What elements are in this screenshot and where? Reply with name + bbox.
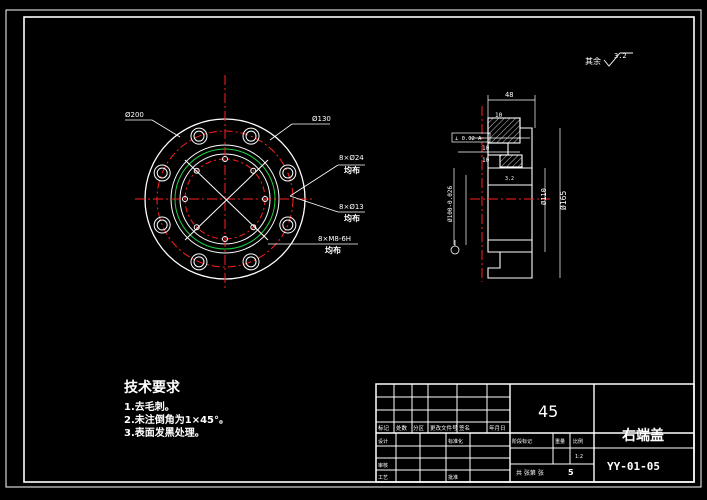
sheet-border-outer [5, 9, 702, 488]
material-text: 45 [538, 402, 558, 421]
tb-scale-value: 1:2 [575, 454, 583, 460]
counterbore-hole [153, 216, 171, 234]
title-block-header-cell: 更改文件号 [430, 424, 458, 432]
tb-row-approve: 批准 [448, 474, 458, 481]
tech-req-item-3: 3.表面发黑处理。 [124, 426, 205, 439]
tech-req-heading: 技术要求 [124, 379, 181, 396]
front-view-leaders [125, 119, 365, 245]
tb-scale-label: 比例 [573, 438, 583, 445]
label-holes-through: 8×Ø13 [339, 203, 364, 211]
threaded-holes [182, 156, 268, 242]
front-view [135, 75, 315, 290]
perp-tolerance-box: ⊥ 0.02 A [455, 136, 482, 142]
label-threaded-holes-note: 均布 [325, 245, 341, 255]
counterbore-hole [190, 253, 208, 271]
counterbore-hole [242, 253, 260, 271]
tech-req-item-2: 2.未注倒角为1×45°。 [124, 413, 229, 426]
label-holes-counterbore: 8×Ø24 [339, 154, 364, 162]
title-block-header-cells: 标记处数分区更改文件号签名 年月日 [378, 424, 506, 432]
label-outer-diameter: Ø200 [125, 111, 144, 119]
tb-sheets-label: 共 张第 张 [516, 469, 544, 477]
threaded-hole [262, 196, 268, 202]
counterbore-hole [242, 127, 260, 145]
counterbore-hole [190, 127, 208, 145]
label-bolt-circle: Ø130 [312, 115, 331, 123]
title-block [375, 383, 695, 483]
dim-bore2: Ø110 [540, 188, 548, 205]
dim-step1: 10 [495, 112, 503, 119]
bolt-holes [153, 127, 297, 271]
section-dimensions [451, 95, 561, 278]
label-holes-through-note: 均布 [344, 213, 360, 223]
tb-row-check: 审核 [378, 462, 388, 469]
tech-req-item-1: 1.去毛刺。 [124, 400, 175, 413]
roughness-note-value: 3.2 [614, 52, 627, 60]
threaded-hole [193, 167, 200, 174]
threaded-hole [222, 156, 228, 162]
roughness-symbol-icon [603, 52, 633, 67]
drawing-number: YY-01-05 [607, 460, 660, 473]
threaded-hole [250, 224, 257, 231]
tb-stage-label: 阶段标记 [512, 438, 532, 445]
threaded-hole [193, 224, 200, 231]
title-block-header-cell: 分区 [413, 424, 425, 432]
dim-step2: 10 [482, 145, 490, 152]
counterbore-hole [279, 216, 297, 234]
tb-sheet-count: 5 [568, 468, 574, 477]
dim-bore: Ø100-0.026 [447, 185, 454, 222]
title-block-header-cell: 签名 [459, 424, 470, 432]
title-block-header-cell: 标记 [378, 424, 390, 432]
counterbore-hole [279, 164, 297, 182]
roughness-note-text: 其余 [585, 56, 601, 66]
tb-row-process: 工艺 [378, 475, 388, 481]
tb-row-std: 标准化 [448, 438, 463, 445]
tb-row-design: 设计 [378, 438, 388, 445]
dim-outer: Ø165 [558, 191, 568, 210]
title-block-header-cell: 年月日 [489, 424, 506, 432]
threaded-hole [222, 236, 228, 242]
roughness-small: 3.2 [505, 176, 514, 182]
title-block-header-cell: 处数 [396, 424, 408, 432]
label-holes-counterbore-note: 均布 [344, 165, 360, 175]
label-threaded-holes: 8×M8-6H [318, 235, 351, 243]
counterbore-hole [153, 164, 171, 182]
dim-width: 48 [505, 91, 513, 99]
threaded-hole [250, 167, 257, 174]
section-view [487, 117, 533, 279]
threaded-hole [182, 196, 188, 202]
drawing-title: 右端盖 [621, 427, 664, 444]
datum-symbol [450, 240, 460, 255]
dim-step3: 10 [482, 157, 490, 164]
sheet-border-inner [23, 16, 695, 483]
tb-weight-label: 重量 [555, 438, 565, 445]
